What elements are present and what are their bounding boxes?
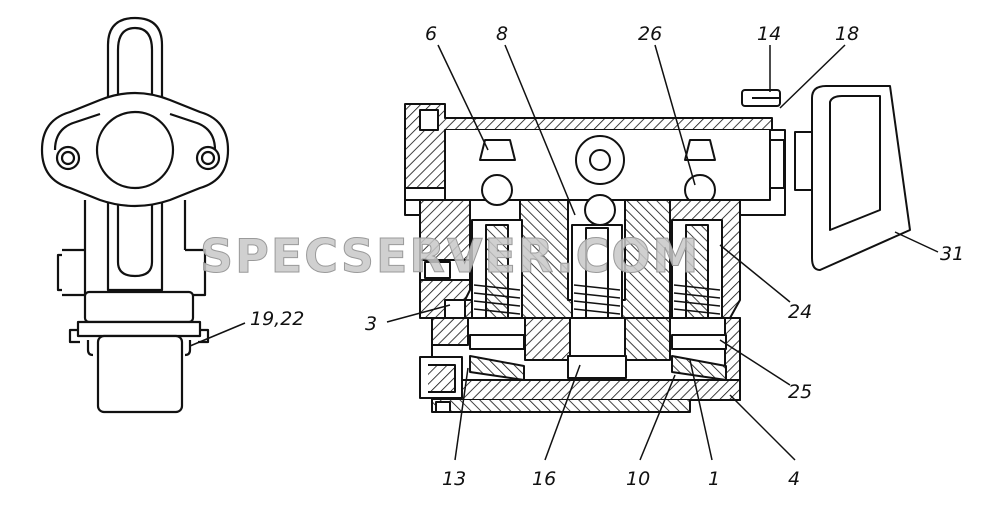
roller-center	[584, 194, 616, 226]
section-view	[404, 85, 911, 413]
callout-19-22: 19,22	[250, 308, 304, 330]
callout-13: 13	[442, 468, 466, 490]
bolt-hole-right	[195, 145, 221, 171]
callout-24: 24	[788, 301, 812, 323]
callout-4: 4	[788, 468, 800, 490]
callout-25: 25	[788, 381, 812, 403]
handle-inner	[116, 26, 154, 278]
bolt-hole-left	[55, 145, 81, 171]
lower-housing	[83, 290, 195, 324]
connector-body	[96, 334, 184, 414]
callout-26: 26	[638, 23, 662, 45]
callout-6: 6	[425, 23, 437, 45]
callout-3: 3	[365, 313, 377, 335]
callout-1: 1	[708, 468, 720, 490]
central-boss	[95, 110, 175, 190]
callout-14: 14	[757, 23, 781, 45]
leader-lines	[189, 44, 939, 461]
roller-left	[481, 174, 513, 206]
callout-18: 18	[835, 23, 859, 45]
callout-16: 16	[532, 468, 556, 490]
callout-10: 10	[626, 468, 650, 490]
callout-8: 8	[496, 23, 508, 45]
watermark-text: SPECSERVER.COM	[200, 229, 700, 283]
knob-handle	[794, 131, 813, 191]
front-view	[40, 16, 230, 414]
callout-31: 31	[940, 243, 964, 265]
springs	[473, 284, 721, 315]
callouts: 6 8 26 14 18 31 24 25 3 19,22 13 16 10 1…	[250, 23, 964, 490]
